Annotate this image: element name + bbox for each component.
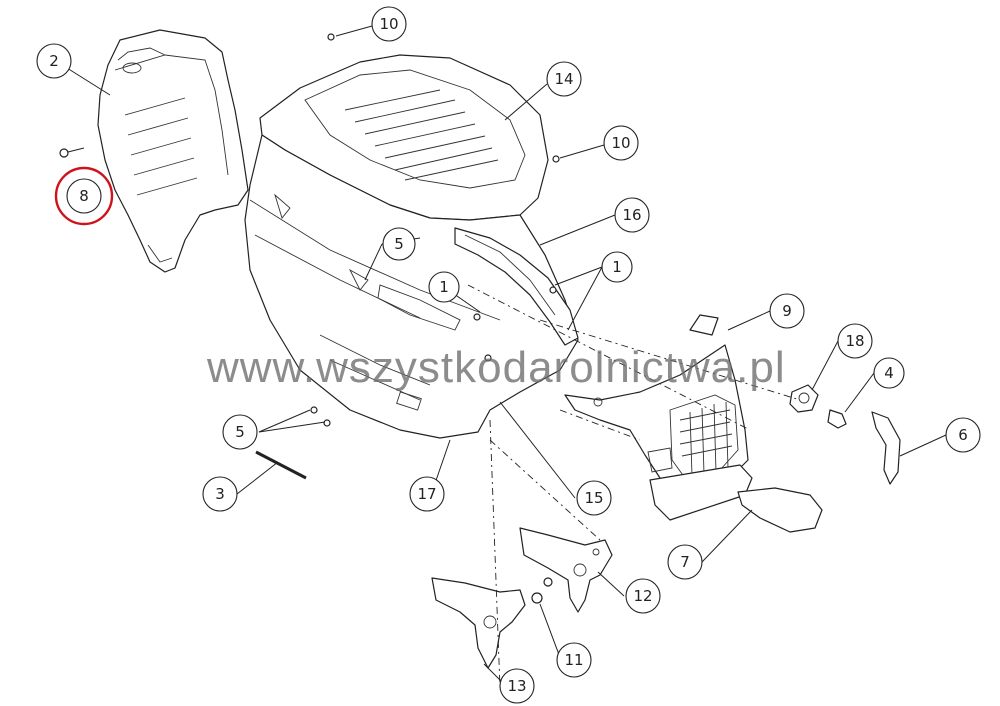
watermark-text: www.wszystkodarolnictwa.pl [206,343,786,392]
part-headlight-lens [737,487,823,533]
part-side-trim [454,227,579,346]
callout-3: 3 [202,476,238,512]
callout-label: 2 [49,52,59,70]
callout-label: 4 [884,364,894,382]
callout-label: 6 [958,426,968,444]
callout-label: 12 [633,587,652,605]
callout-4: 4 [873,357,905,389]
callout-14: 14 [546,61,582,97]
callout-label: 11 [564,651,583,669]
part-hood-body [244,134,579,439]
callout-label: 3 [215,485,225,503]
callout-11: 11 [556,642,592,678]
callout-label: 7 [680,553,690,571]
callout-10: 10 [371,6,407,42]
callout-label: 5 [394,235,404,253]
callout-13: 13 [499,668,535,704]
callout-8: 8 [54,166,114,226]
callout-label: 15 [584,489,603,507]
part-hinge-bracket-left [431,577,526,669]
callout-7: 7 [667,544,703,580]
callout-5: 5 [222,414,258,450]
callout-label: 5 [235,423,245,441]
callout-2: 2 [36,43,72,79]
callout-1: 1 [601,251,633,283]
callout-17: 17 [409,476,445,512]
callout-10: 10 [603,125,639,161]
callout-12: 12 [625,578,661,614]
callout-label: 17 [417,485,436,503]
part-front-grille [564,314,753,521]
highlight-ring [54,166,114,226]
callout-label: 10 [379,15,398,33]
callout-label: 14 [554,70,573,88]
callout-label: 1 [612,258,622,276]
callout-label: 1 [439,278,449,296]
callout-1: 1 [428,271,460,303]
callout-16: 16 [614,197,650,233]
part-hood-top [259,54,549,221]
part-screws [310,33,560,427]
callout-5: 5 [382,227,416,261]
part-hinge-bracket-right [519,527,613,613]
callout-label: 9 [782,302,792,320]
part-side-clip [871,411,901,485]
callout-label: 8 [79,187,89,205]
callout-label: 13 [507,677,526,695]
part-bulb [827,409,847,429]
callout-15: 15 [576,480,612,516]
part-bolt [531,577,553,604]
part-light-socket [789,384,819,413]
callout-label: 10 [611,134,630,152]
leader-lines [66,25,947,686]
callout-6: 6 [945,417,981,453]
callout-label: 16 [622,206,641,224]
callout-label: 18 [845,332,864,350]
callout-9: 9 [769,293,805,329]
part-rod [255,450,307,480]
assembly-lines [467,284,801,689]
part-rear-dash-panel [59,29,249,273]
callout-18: 18 [837,323,873,359]
